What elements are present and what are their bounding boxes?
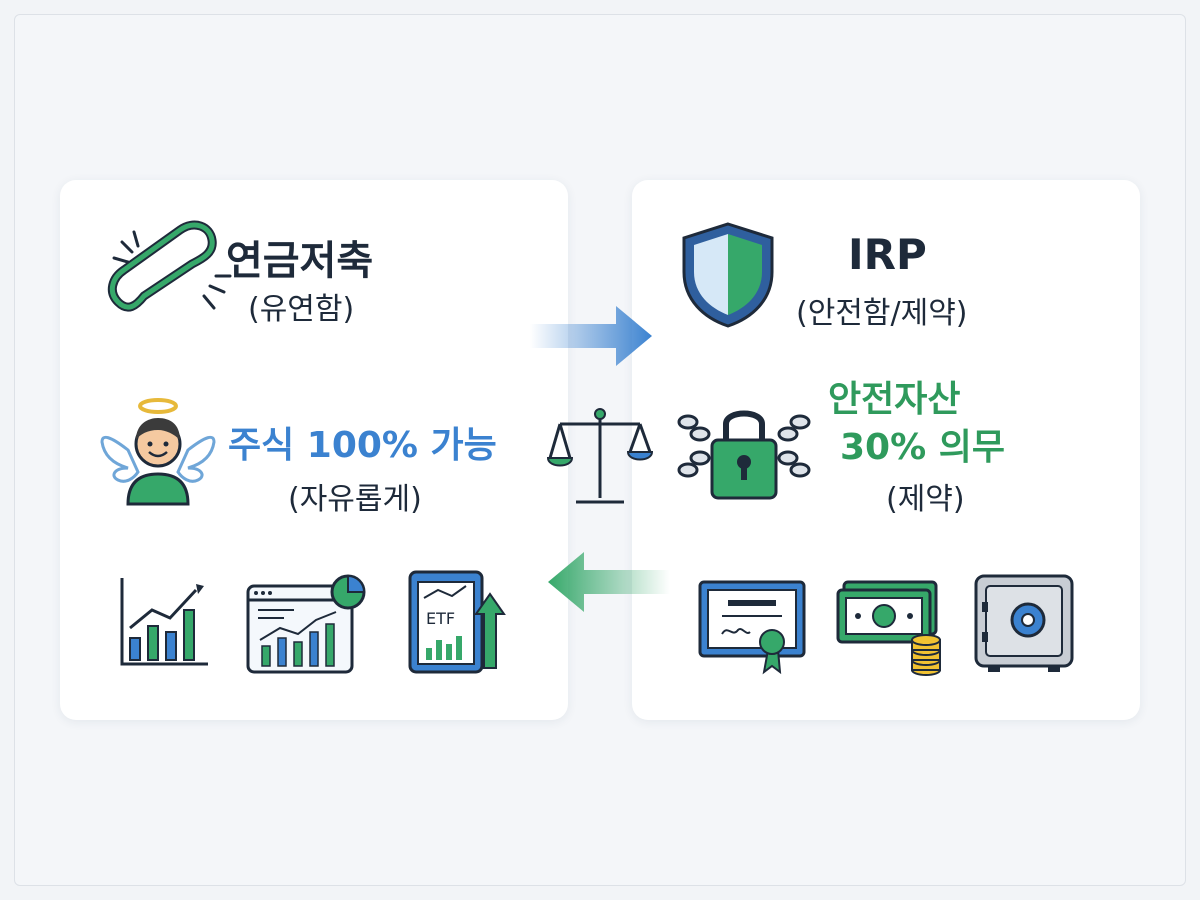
stock-feature: 주식 100% 가능 bbox=[228, 425, 497, 466]
flexible-band-icon bbox=[107, 220, 232, 312]
chained-lock-icon bbox=[677, 410, 811, 500]
certificate-icon bbox=[698, 580, 806, 675]
growth-chart-icon bbox=[120, 578, 208, 666]
balance-scale-icon bbox=[546, 408, 654, 504]
safe-asset-line2: 30% 의무 bbox=[840, 427, 1005, 468]
cash-coins-icon bbox=[836, 580, 941, 676]
pension-savings-card: 연금저축 (유연함) 주식 100% 가능 (자유롭게) bbox=[60, 180, 568, 720]
svg-text:ETF: ETF bbox=[426, 609, 455, 628]
arrow-left-icon bbox=[548, 552, 670, 612]
pension-title: 연금저축 bbox=[226, 238, 374, 284]
dashboard-chart-icon bbox=[246, 574, 366, 674]
etf-document-icon: ETF bbox=[408, 570, 506, 674]
irp-card: IRP (안전함/제약) 안전자산 30% 의무 (제약) bbox=[632, 180, 1140, 720]
arrow-right-icon bbox=[530, 306, 652, 366]
irp-title: IRP bbox=[848, 230, 927, 279]
pension-subtitle: (유연함) bbox=[248, 292, 355, 327]
irp-subtitle: (안전함/제약) bbox=[796, 296, 968, 331]
angel-person-icon bbox=[100, 398, 216, 506]
safe-asset-line1: 안전자산 bbox=[828, 379, 961, 420]
safe-icon bbox=[974, 574, 1074, 672]
shield-icon bbox=[682, 222, 774, 328]
stock-feature-note: (자유롭게) bbox=[288, 482, 422, 517]
safe-asset-note: (제약) bbox=[886, 482, 965, 517]
